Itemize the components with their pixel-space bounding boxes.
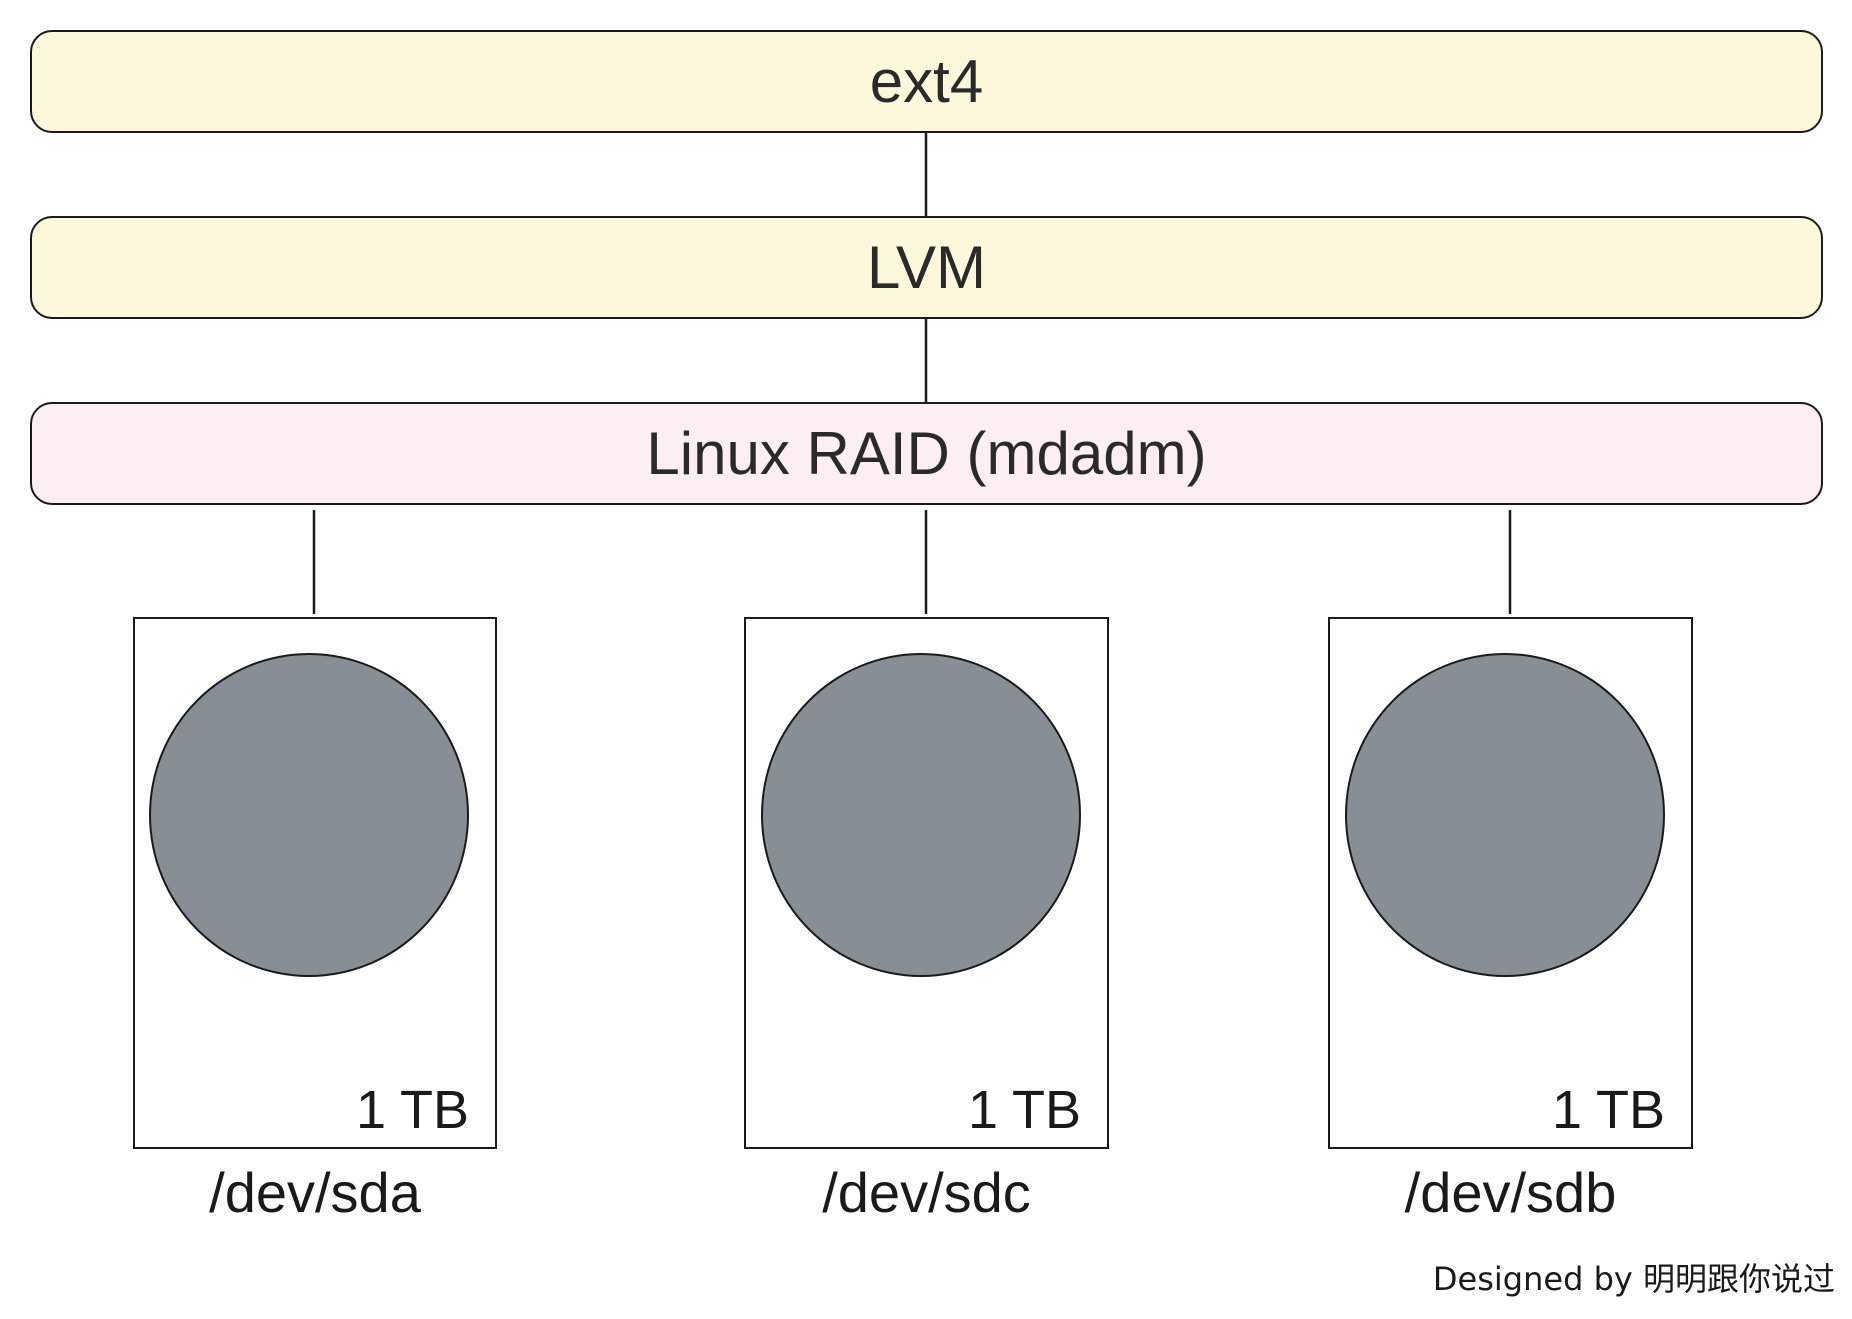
device-label-sdc: /dev/sdc bbox=[822, 1161, 1031, 1224]
disk-capacity: 1 TB bbox=[1551, 1080, 1665, 1140]
raid-layer: Linux RAID (mdadm) bbox=[30, 402, 1823, 505]
disk-sda: 1 TB bbox=[133, 617, 497, 1149]
disk-sdc: 1 TB bbox=[744, 617, 1109, 1149]
ext4-label: ext4 bbox=[869, 47, 984, 115]
disk-capacity: 1 TB bbox=[967, 1080, 1081, 1140]
device-label-sda: /dev/sda bbox=[209, 1161, 421, 1224]
raid-label: Linux RAID (mdadm) bbox=[646, 419, 1207, 487]
disk-platter-icon bbox=[1345, 653, 1665, 977]
disk-platter-icon bbox=[149, 653, 469, 977]
disk-capacity: 1 TB bbox=[355, 1080, 469, 1140]
device-label-sdb: /dev/sdb bbox=[1404, 1161, 1617, 1224]
disk-platter-icon bbox=[761, 653, 1081, 977]
ext4-layer: ext4 bbox=[30, 30, 1823, 133]
disk-sdb: 1 TB bbox=[1328, 617, 1693, 1149]
designer-credit: Designed by 明明跟你说过 bbox=[1432, 1260, 1835, 1298]
lvm-label: LVM bbox=[867, 233, 986, 301]
lvm-layer: LVM bbox=[30, 216, 1823, 319]
